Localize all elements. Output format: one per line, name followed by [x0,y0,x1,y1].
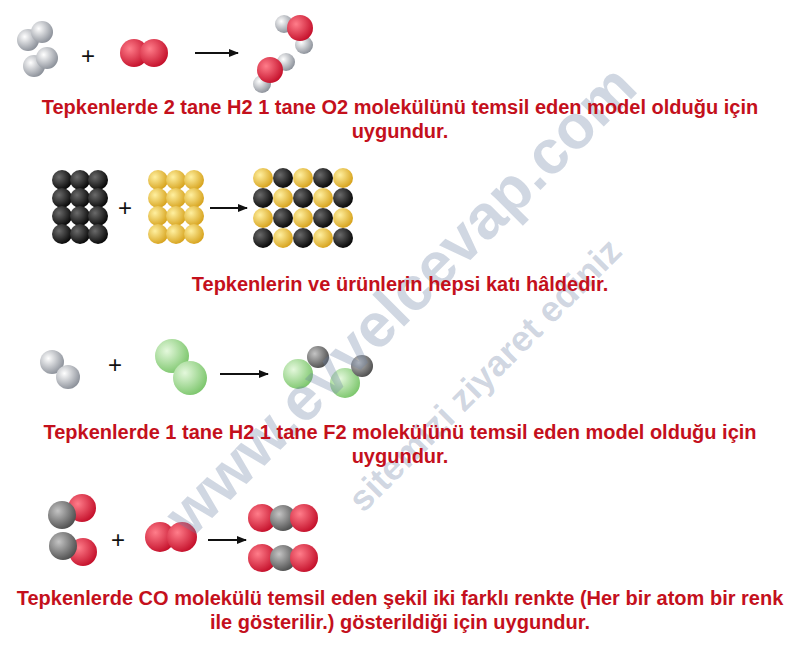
explanation-caption: Tepkenlerde 1 tane H2 1 tane F2 molekülü… [5,420,795,468]
row-co2 [48,494,318,572]
row-hf [40,339,373,398]
explanation-caption: Tepkenlerde 2 tane H2 1 tane O2 molekülü… [5,95,795,143]
plus-sign: + [108,353,122,377]
row-solids [52,168,353,248]
plus-sign: + [111,528,125,552]
plus-sign: + [118,196,132,220]
explanation-caption: Tepkenlerde CO molekülü temsil eden şeki… [5,586,795,634]
plus-sign: + [81,44,95,68]
row-h2o [17,15,313,93]
explanation-caption: Tepkenlerin ve ürünlerin hepsi katı hâld… [5,272,795,296]
